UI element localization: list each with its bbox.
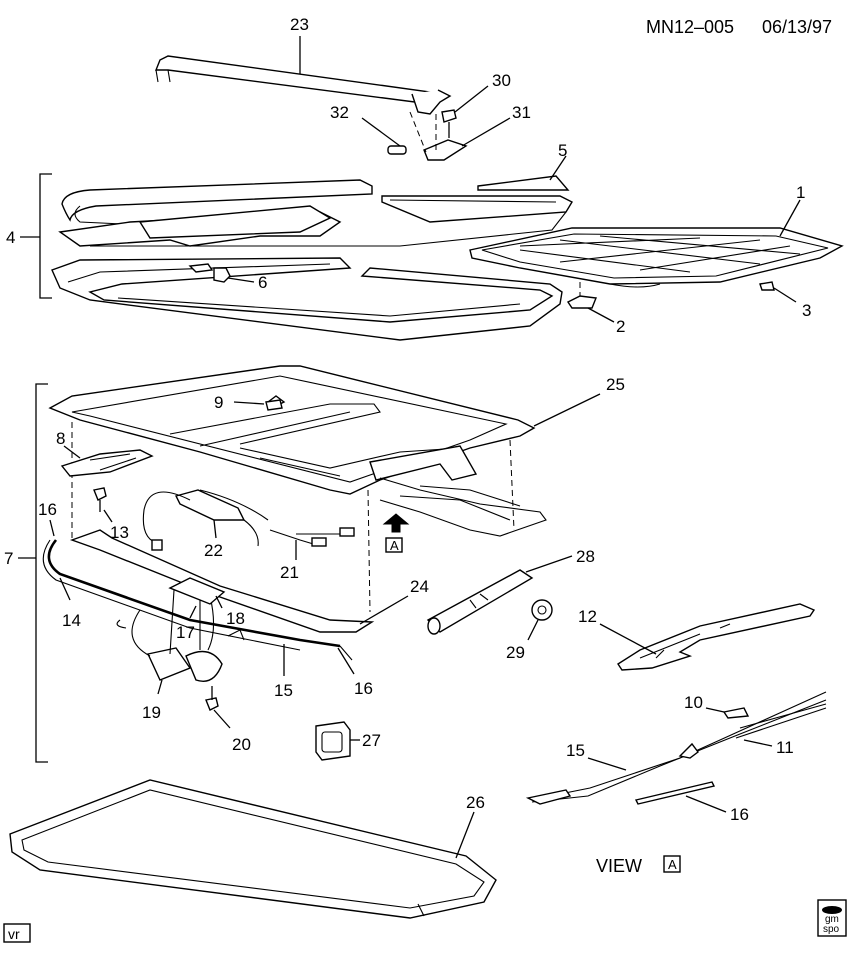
callout-32: 32 xyxy=(330,103,349,122)
callout-18: 18 xyxy=(226,609,245,628)
part-26-seal xyxy=(9,779,497,919)
view-a-assembly xyxy=(525,691,827,813)
part-29-grommet xyxy=(527,599,553,641)
leaders-17-18 xyxy=(189,595,223,619)
bracket-7 xyxy=(18,383,48,763)
callout-14: 14 xyxy=(62,611,81,630)
diagram-code: MN12–005 xyxy=(646,17,734,37)
callout-8: 8 xyxy=(56,429,65,448)
part-23-wind-deflector xyxy=(154,36,452,115)
part-4-frame-assembly xyxy=(51,155,573,341)
callout-22: 22 xyxy=(204,541,223,560)
part-1-glass-panel xyxy=(469,199,844,288)
callout-9: 9 xyxy=(214,393,223,412)
callout-26: 26 xyxy=(466,793,485,812)
callout-28: 28 xyxy=(576,547,595,566)
callout-15a: 15 xyxy=(274,681,293,700)
callout-30: 30 xyxy=(492,71,511,90)
view-label-text: VIEW xyxy=(596,856,642,876)
callout-3: 3 xyxy=(802,301,811,320)
callout-6: 6 xyxy=(258,273,267,292)
callout-20: 20 xyxy=(232,735,251,754)
part-25-housing xyxy=(48,365,601,613)
callout-17: 17 xyxy=(176,623,195,642)
callout-24: 24 xyxy=(410,577,429,596)
callout-13: 13 xyxy=(110,523,129,542)
header: MN12–005 06/13/97 xyxy=(646,17,832,37)
part-22-module xyxy=(142,489,355,560)
part-28-tube xyxy=(426,555,573,635)
part-8-bracket xyxy=(60,445,154,477)
callout-31: 31 xyxy=(512,103,531,122)
callout-5: 5 xyxy=(558,141,567,160)
callout-labels: 1 2 3 4 5 6 7 8 9 10 11 12 13 14 15 15 1… xyxy=(4,15,811,824)
part-14-cable-assembly xyxy=(42,519,375,676)
callout-23: 23 xyxy=(290,15,309,34)
bracket-4 xyxy=(20,173,52,299)
gm-spo-logo: gm spo xyxy=(817,899,847,937)
diagram-date: 06/13/97 xyxy=(762,17,832,37)
part-19-motor xyxy=(116,577,245,695)
callout-29: 29 xyxy=(506,643,525,662)
callout-7: 7 xyxy=(4,549,13,568)
callout-16b: 16 xyxy=(354,679,373,698)
callout-27: 27 xyxy=(362,731,381,750)
callout-2: 2 xyxy=(616,317,625,336)
callout-19: 19 xyxy=(142,703,161,722)
callout-16a: 16 xyxy=(38,500,57,519)
corner-tag-text: vr xyxy=(8,926,20,942)
part-31-bracket xyxy=(409,111,511,161)
part-2-guide xyxy=(566,282,615,323)
part-12-rail xyxy=(599,603,816,671)
callout-1: 1 xyxy=(796,183,805,202)
callout-16c: 16 xyxy=(730,805,749,824)
part-32-pin xyxy=(361,117,407,155)
view-label-letter: A xyxy=(668,857,677,872)
callout-25: 25 xyxy=(606,375,625,394)
part-24-leader xyxy=(359,595,409,625)
part-20-bolt xyxy=(205,686,231,729)
part-13-bolt xyxy=(93,487,113,523)
part-30-screw xyxy=(441,85,489,138)
view-a-arrow: A xyxy=(382,513,410,553)
callout-4: 4 xyxy=(6,228,15,247)
callout-11: 11 xyxy=(776,738,794,757)
logo-line2: spo xyxy=(823,924,840,935)
part-27-switch xyxy=(315,721,360,761)
part-6-screw xyxy=(213,267,255,283)
callout-12: 12 xyxy=(578,607,597,626)
part-3-clip xyxy=(759,281,797,303)
logo-line1: gm xyxy=(825,914,839,925)
view-a-tag: A xyxy=(390,538,399,553)
callout-10: 10 xyxy=(684,693,703,712)
part-9-clip xyxy=(233,399,283,411)
view-a-label: VIEW A xyxy=(596,855,681,876)
callout-21: 21 xyxy=(280,563,299,582)
corner-tag: vr xyxy=(3,923,31,943)
callout-15b: 15 xyxy=(566,741,585,760)
